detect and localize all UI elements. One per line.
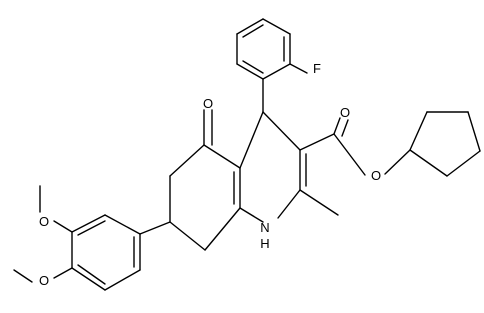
- atom-labels: O O O F H N O O: [39, 61, 381, 288]
- bond: [13, 269, 33, 283]
- bond: [236, 18, 264, 35]
- bond: [239, 207, 264, 223]
- bond: [262, 63, 291, 80]
- bonds: [13, 18, 481, 291]
- bond: [139, 221, 171, 235]
- bond: [53, 220, 73, 233]
- fluorine-label: F: [313, 61, 321, 76]
- bond: [333, 133, 366, 176]
- nitrogen-h-label: H: [260, 236, 269, 251]
- bond: [409, 149, 448, 177]
- bond: [242, 60, 264, 74]
- bond: [384, 149, 411, 175]
- bond: [333, 117, 341, 135]
- bond: [242, 24, 264, 38]
- oxygen-label-methoxy-lower: O: [39, 273, 49, 288]
- bond: [104, 214, 141, 235]
- bond: [289, 63, 308, 74]
- bond: [71, 214, 106, 233]
- bond: [53, 267, 73, 279]
- oxygen-label-ester: O: [371, 168, 381, 183]
- oxygen-label-methoxy-upper: O: [39, 214, 49, 229]
- bond: [446, 150, 481, 177]
- bond: [239, 111, 264, 169]
- bond: [236, 63, 264, 80]
- bond: [77, 220, 106, 236]
- bond: [77, 264, 106, 285]
- nitrogen-label: N: [260, 220, 269, 235]
- bond: [169, 221, 206, 251]
- bond: [277, 189, 301, 219]
- bond: [299, 189, 339, 216]
- bond: [204, 207, 241, 251]
- bond: [262, 111, 301, 151]
- bond: [104, 269, 141, 291]
- bond: [467, 111, 481, 152]
- oxygen-label-carbonyl: O: [340, 105, 350, 120]
- bond: [262, 18, 291, 35]
- bond: [341, 119, 349, 137]
- bond: [299, 133, 335, 151]
- bond: [169, 144, 205, 177]
- bond: [71, 267, 106, 291]
- oxygen-label-ketone: O: [203, 96, 213, 111]
- bond: [203, 144, 241, 169]
- bond: [409, 111, 428, 151]
